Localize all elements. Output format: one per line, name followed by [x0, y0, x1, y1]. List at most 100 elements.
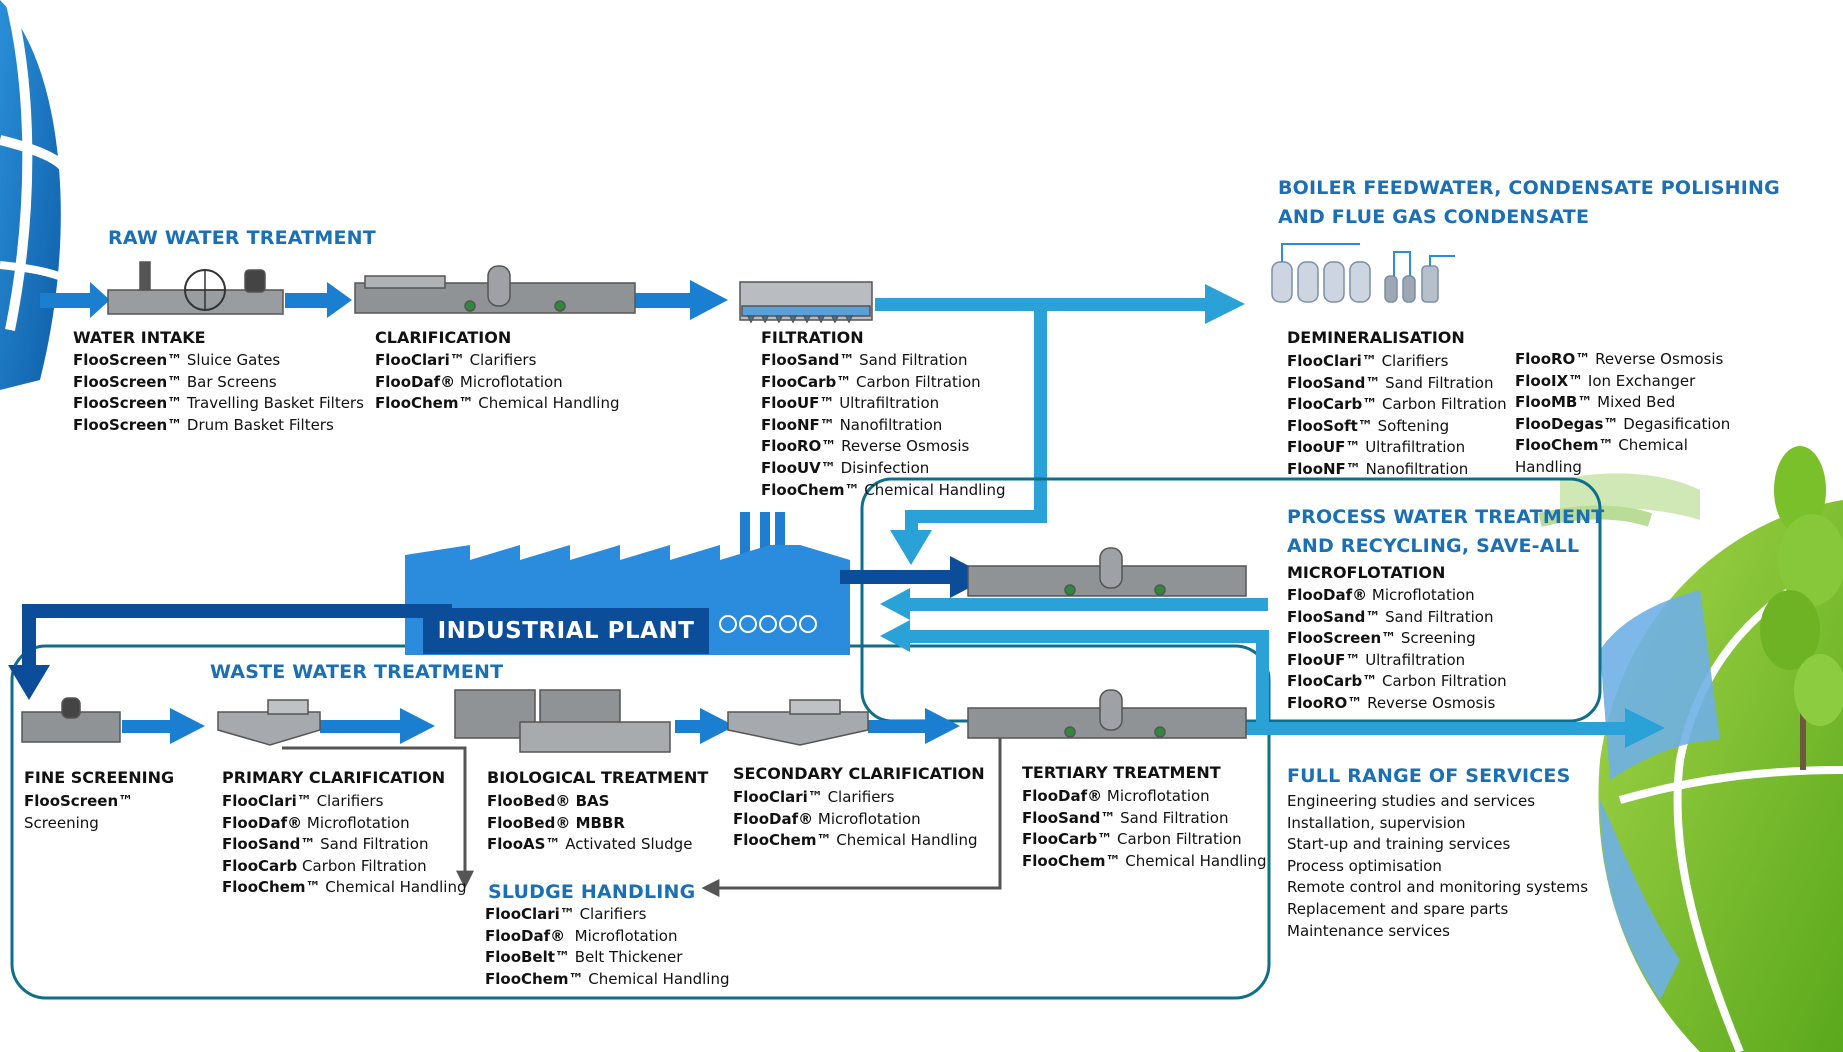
list-item: FlooChem™ Chemical	[1515, 435, 1730, 457]
product-description: Chemical Handling	[831, 831, 978, 850]
product-description: Clarifiers	[1376, 352, 1449, 370]
list-item: FlooSand™ Sand Filtration	[1287, 607, 1507, 629]
product-description: Drum Basket Filters	[182, 415, 334, 434]
product-brand: FlooIX™	[1515, 371, 1584, 390]
product-description: Nanofiltration	[1360, 459, 1469, 478]
list-item: FlooRO™ Reverse Osmosis	[1515, 349, 1730, 371]
product-brand: FlooRO™	[761, 437, 837, 456]
product-description: Reverse Osmosis	[836, 437, 970, 456]
clarification-title: CLARIFICATION	[375, 328, 512, 347]
list-item: FlooClari™ Clarifiers	[733, 787, 978, 809]
process-water-heading-line2: AND RECYCLING, SAVE-ALL	[1287, 535, 1580, 557]
plant-flow-arrows	[8, 556, 1269, 730]
list-item: FlooMB™ Mixed Bed	[1515, 392, 1730, 414]
product-description: Microflotation	[565, 926, 678, 945]
product-description: Softening	[1372, 416, 1450, 435]
list-item: FlooNF™ Nanofiltration	[1287, 459, 1507, 481]
tertiary-treatment-equipment-icon	[967, 689, 1247, 739]
sludge-flow-lines	[282, 735, 1002, 897]
list-item: FlooDegas™ Degasification	[1515, 414, 1730, 436]
list-item: FlooBelt™ Belt Thickener	[485, 947, 730, 969]
list-item: FlooDaf® Microflotation	[375, 372, 620, 394]
boiler-heading-line1: BOILER FEEDWATER, CONDENSATE POLISHING	[1278, 177, 1780, 199]
boiler-heading-line2: AND FLUE GAS CONDENSATE	[1278, 206, 1590, 228]
product-description: Carbon Filtration	[297, 856, 427, 875]
product-brand: FlooUF™	[761, 394, 835, 413]
product-brand: FlooScreen™	[24, 792, 134, 810]
product-brand: FlooDaf®	[1287, 586, 1368, 604]
product-description: Chemical Handling	[583, 969, 730, 988]
primary-clarification-title: PRIMARY CLARIFICATION	[222, 768, 446, 787]
list-item: FlooUF™ Ultrafiltration	[1287, 437, 1507, 459]
product-brand: FlooNF™	[1287, 459, 1361, 478]
list-item: FlooClari™ Clarifiers	[485, 904, 730, 926]
process-microflotation-equipment-icon	[967, 547, 1247, 597]
product-description: Screening	[1396, 629, 1476, 648]
list-item: FlooSand™ Sand Filtration	[1287, 373, 1507, 395]
product-brand: FlooScreen™	[73, 372, 183, 391]
product-description: Carbon Filtration	[1377, 395, 1507, 414]
product-brand: FlooCarb™	[1287, 672, 1378, 691]
product-brand: FlooCarb	[222, 856, 298, 875]
list-item: Screening	[24, 813, 133, 835]
product-brand: FlooScreen™	[1287, 629, 1397, 648]
list-item: FlooDaf® Microflotation	[1287, 585, 1507, 607]
product-description: Sluice Gates	[182, 351, 281, 369]
list-item: FlooChem™ Chemical Handling	[222, 877, 467, 899]
service-item: Process optimisation	[1287, 856, 1442, 875]
product-brand: FlooSand™	[1287, 373, 1381, 392]
product-brand: FlooChem™	[222, 878, 321, 897]
product-brand: FlooChem™	[733, 831, 832, 850]
product-description: Sand Filtration	[854, 351, 968, 369]
product-description: Ion Exchanger	[1583, 371, 1696, 390]
left-globe-icon	[0, 0, 71, 390]
list-item: FlooClari™ Clarifiers	[375, 350, 620, 372]
product-description: Disinfection	[835, 458, 930, 477]
fine-screening-title: FINE SCREENING	[24, 768, 175, 787]
product-description: Chemical	[1613, 436, 1688, 455]
list-item: FlooCarb Carbon Filtration	[222, 856, 467, 878]
list-item: FlooSand™ Sand Filtration	[1022, 808, 1267, 830]
product-description: Belt Thickener	[569, 948, 683, 967]
list-item: FlooBed® BAS	[487, 791, 692, 813]
product-brand: FlooDaf®	[375, 372, 456, 391]
list-item: FlooDaf® Microflotation	[1022, 786, 1267, 808]
list-item: FlooDaf® Microflotation	[733, 809, 978, 831]
product-brand: FlooClari™	[485, 905, 575, 923]
list-item: FlooCarb™ Carbon Filtration	[1287, 671, 1507, 693]
list-item: FlooScreen™ Screening	[1287, 628, 1507, 650]
product-description: Reverse Osmosis	[1362, 693, 1496, 712]
service-item: Start-up and training services	[1287, 835, 1511, 854]
product-description: Sand Filtration	[1115, 808, 1229, 827]
biological-treatment-equipment-icon	[454, 689, 671, 753]
product-brand: FlooDaf®	[733, 809, 814, 828]
list-item: FlooSand™ Sand Filtration	[222, 834, 467, 856]
product-brand: FlooUF™	[1287, 650, 1361, 669]
list-item: FlooScreen™ Travelling Basket Filters	[73, 393, 364, 415]
list-item: FlooScreen™ Sluice Gates	[73, 350, 364, 372]
industrial-plant-label: INDUSTRIAL PLANT	[423, 608, 709, 654]
list-item: FlooRO™ Reverse Osmosis	[1287, 693, 1507, 715]
list-item: FlooCarb™ Carbon Filtration	[761, 372, 1006, 394]
product-description: Carbon Filtration	[1112, 830, 1242, 849]
product-description: Activated Sludge	[560, 835, 693, 854]
product-brand: FlooScreen™	[73, 394, 183, 413]
primary-clarification-equipment-icon	[217, 699, 321, 746]
list-item: FlooUF™ Ultrafiltration	[761, 393, 1006, 415]
product-description: Microflotation	[813, 809, 921, 828]
list-item: FlooDaf® Microflotation	[222, 813, 467, 835]
service-item: Replacement and spare parts	[1287, 899, 1509, 918]
list-item: FlooClari™ Clarifiers	[1287, 351, 1507, 373]
product-description: Bar Screens	[182, 372, 277, 391]
product-description: Chemical Handling	[1120, 851, 1267, 870]
water-intake-title: WATER INTAKE	[73, 328, 206, 347]
product-description: Reverse Osmosis	[1590, 350, 1724, 368]
